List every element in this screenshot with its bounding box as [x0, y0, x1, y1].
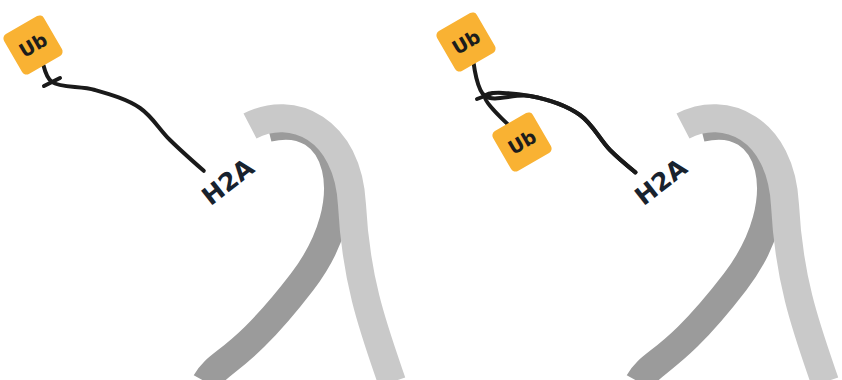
histone-tail	[474, 64, 636, 172]
dna-band-front	[250, 118, 392, 380]
core-seam	[178, 247, 392, 269]
ubiquitin-box: Ub	[491, 111, 554, 174]
nucleosome-sphere: H2A	[175, 135, 395, 355]
core-seam	[712, 141, 758, 353]
histone-core	[609, 136, 827, 354]
histone-label: H2A	[196, 153, 259, 211]
ubiquitin-label: Ub	[448, 25, 484, 59]
histone-core	[176, 136, 394, 354]
sphere-outline	[608, 135, 828, 355]
nucleosome-sphere: H2A	[608, 135, 828, 355]
core-seam	[611, 247, 825, 269]
ubiquitin-box: Ub	[2, 14, 65, 77]
ubiquitin-label: Ub	[15, 28, 51, 62]
sphere-outline	[175, 135, 395, 355]
histone-label: H2A	[629, 153, 692, 211]
dna-band-front	[683, 118, 825, 380]
core-seam	[279, 141, 325, 353]
ubiquitin-label: Ub	[504, 125, 540, 159]
histone-tail	[44, 65, 204, 170]
ubiquitin-box: Ub	[435, 11, 498, 74]
